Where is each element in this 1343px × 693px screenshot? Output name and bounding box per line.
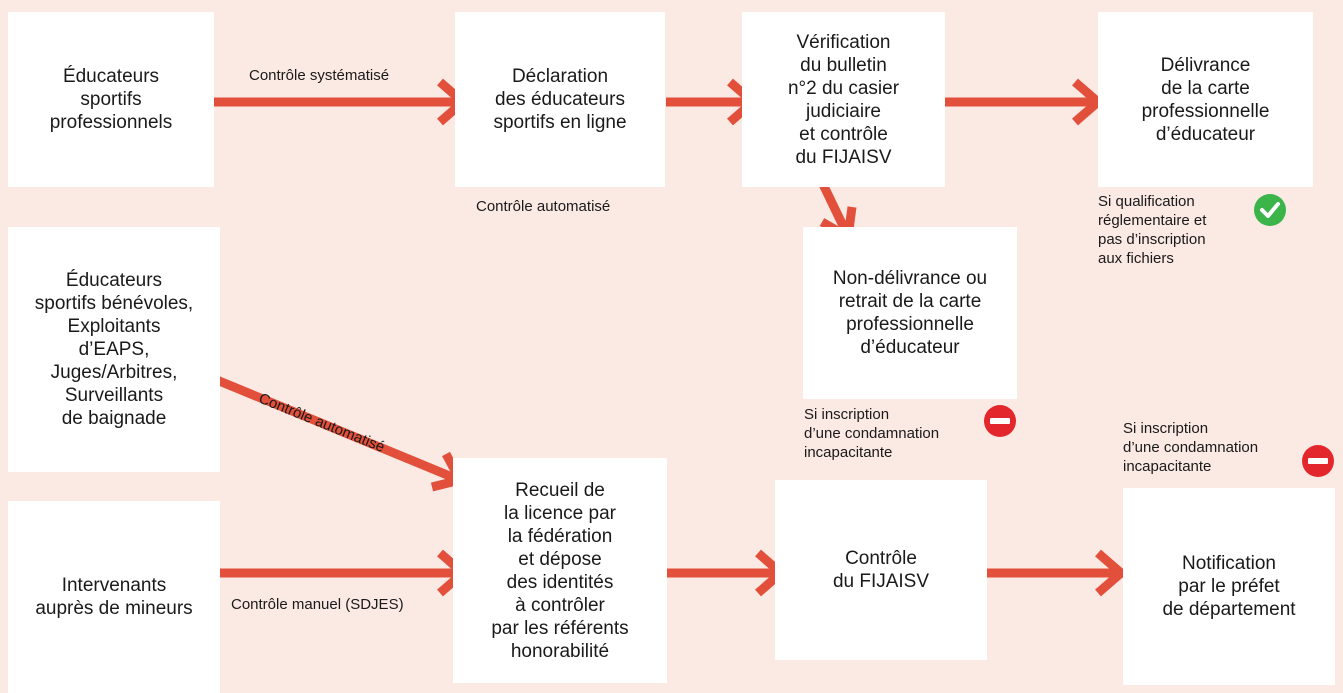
box-notification-prefet: Notification par le préfet de départemen… [1123, 488, 1335, 685]
box-recueil-licence: Recueil de la licence par la fédération … [453, 458, 667, 683]
box-educateurs-professionnels: Éducateurs sportifs professionnels [8, 12, 214, 187]
label-controle-manuel: Contrôle manuel (SDJES) [231, 596, 404, 613]
box-intervenants-mineurs: Intervenants auprès de mineurs [8, 501, 220, 693]
box-controle-fijaisv: Contrôle du FIJAISV [775, 480, 987, 660]
check-circle-icon [1254, 194, 1286, 226]
box-educateurs-benevoles: Éducateurs sportifs bénévoles, Exploitan… [8, 227, 220, 472]
label-controle-automatise: Contrôle automatisé [476, 198, 611, 215]
arrow-controle-to-notification [987, 549, 1128, 597]
box-declaration-en-ligne: Déclaration des éducateurs sportifs en l… [455, 12, 665, 187]
no-entry-icon [1302, 445, 1334, 477]
arrow-declaration-to-verification [666, 78, 760, 126]
label-controle-systematise: Contrôle systématisé [249, 67, 390, 84]
arrow-verification-to-delivrance [945, 78, 1105, 126]
box-verification-casier: Vérification du bulletin n°2 du casier j… [742, 12, 945, 187]
arrow-intervenants-to-recueil [214, 549, 470, 597]
label-si-inscription-1: Si inscription d’une condamnation incapa… [804, 406, 940, 461]
box-non-delivrance: Non-délivrance ou retrait de la carte pr… [803, 227, 1017, 399]
label-si-qualification: Si qualification réglementaire et pas d’… [1098, 193, 1207, 267]
arrow-pro-to-declaration [214, 78, 470, 126]
no-entry-icon [984, 405, 1016, 437]
arrow-recueil-to-controle [667, 549, 788, 597]
label-si-inscription-2: Si inscription d’une condamnation incapa… [1123, 420, 1259, 475]
box-delivrance-carte: Délivrance de la carte professionnelle d… [1098, 12, 1313, 187]
